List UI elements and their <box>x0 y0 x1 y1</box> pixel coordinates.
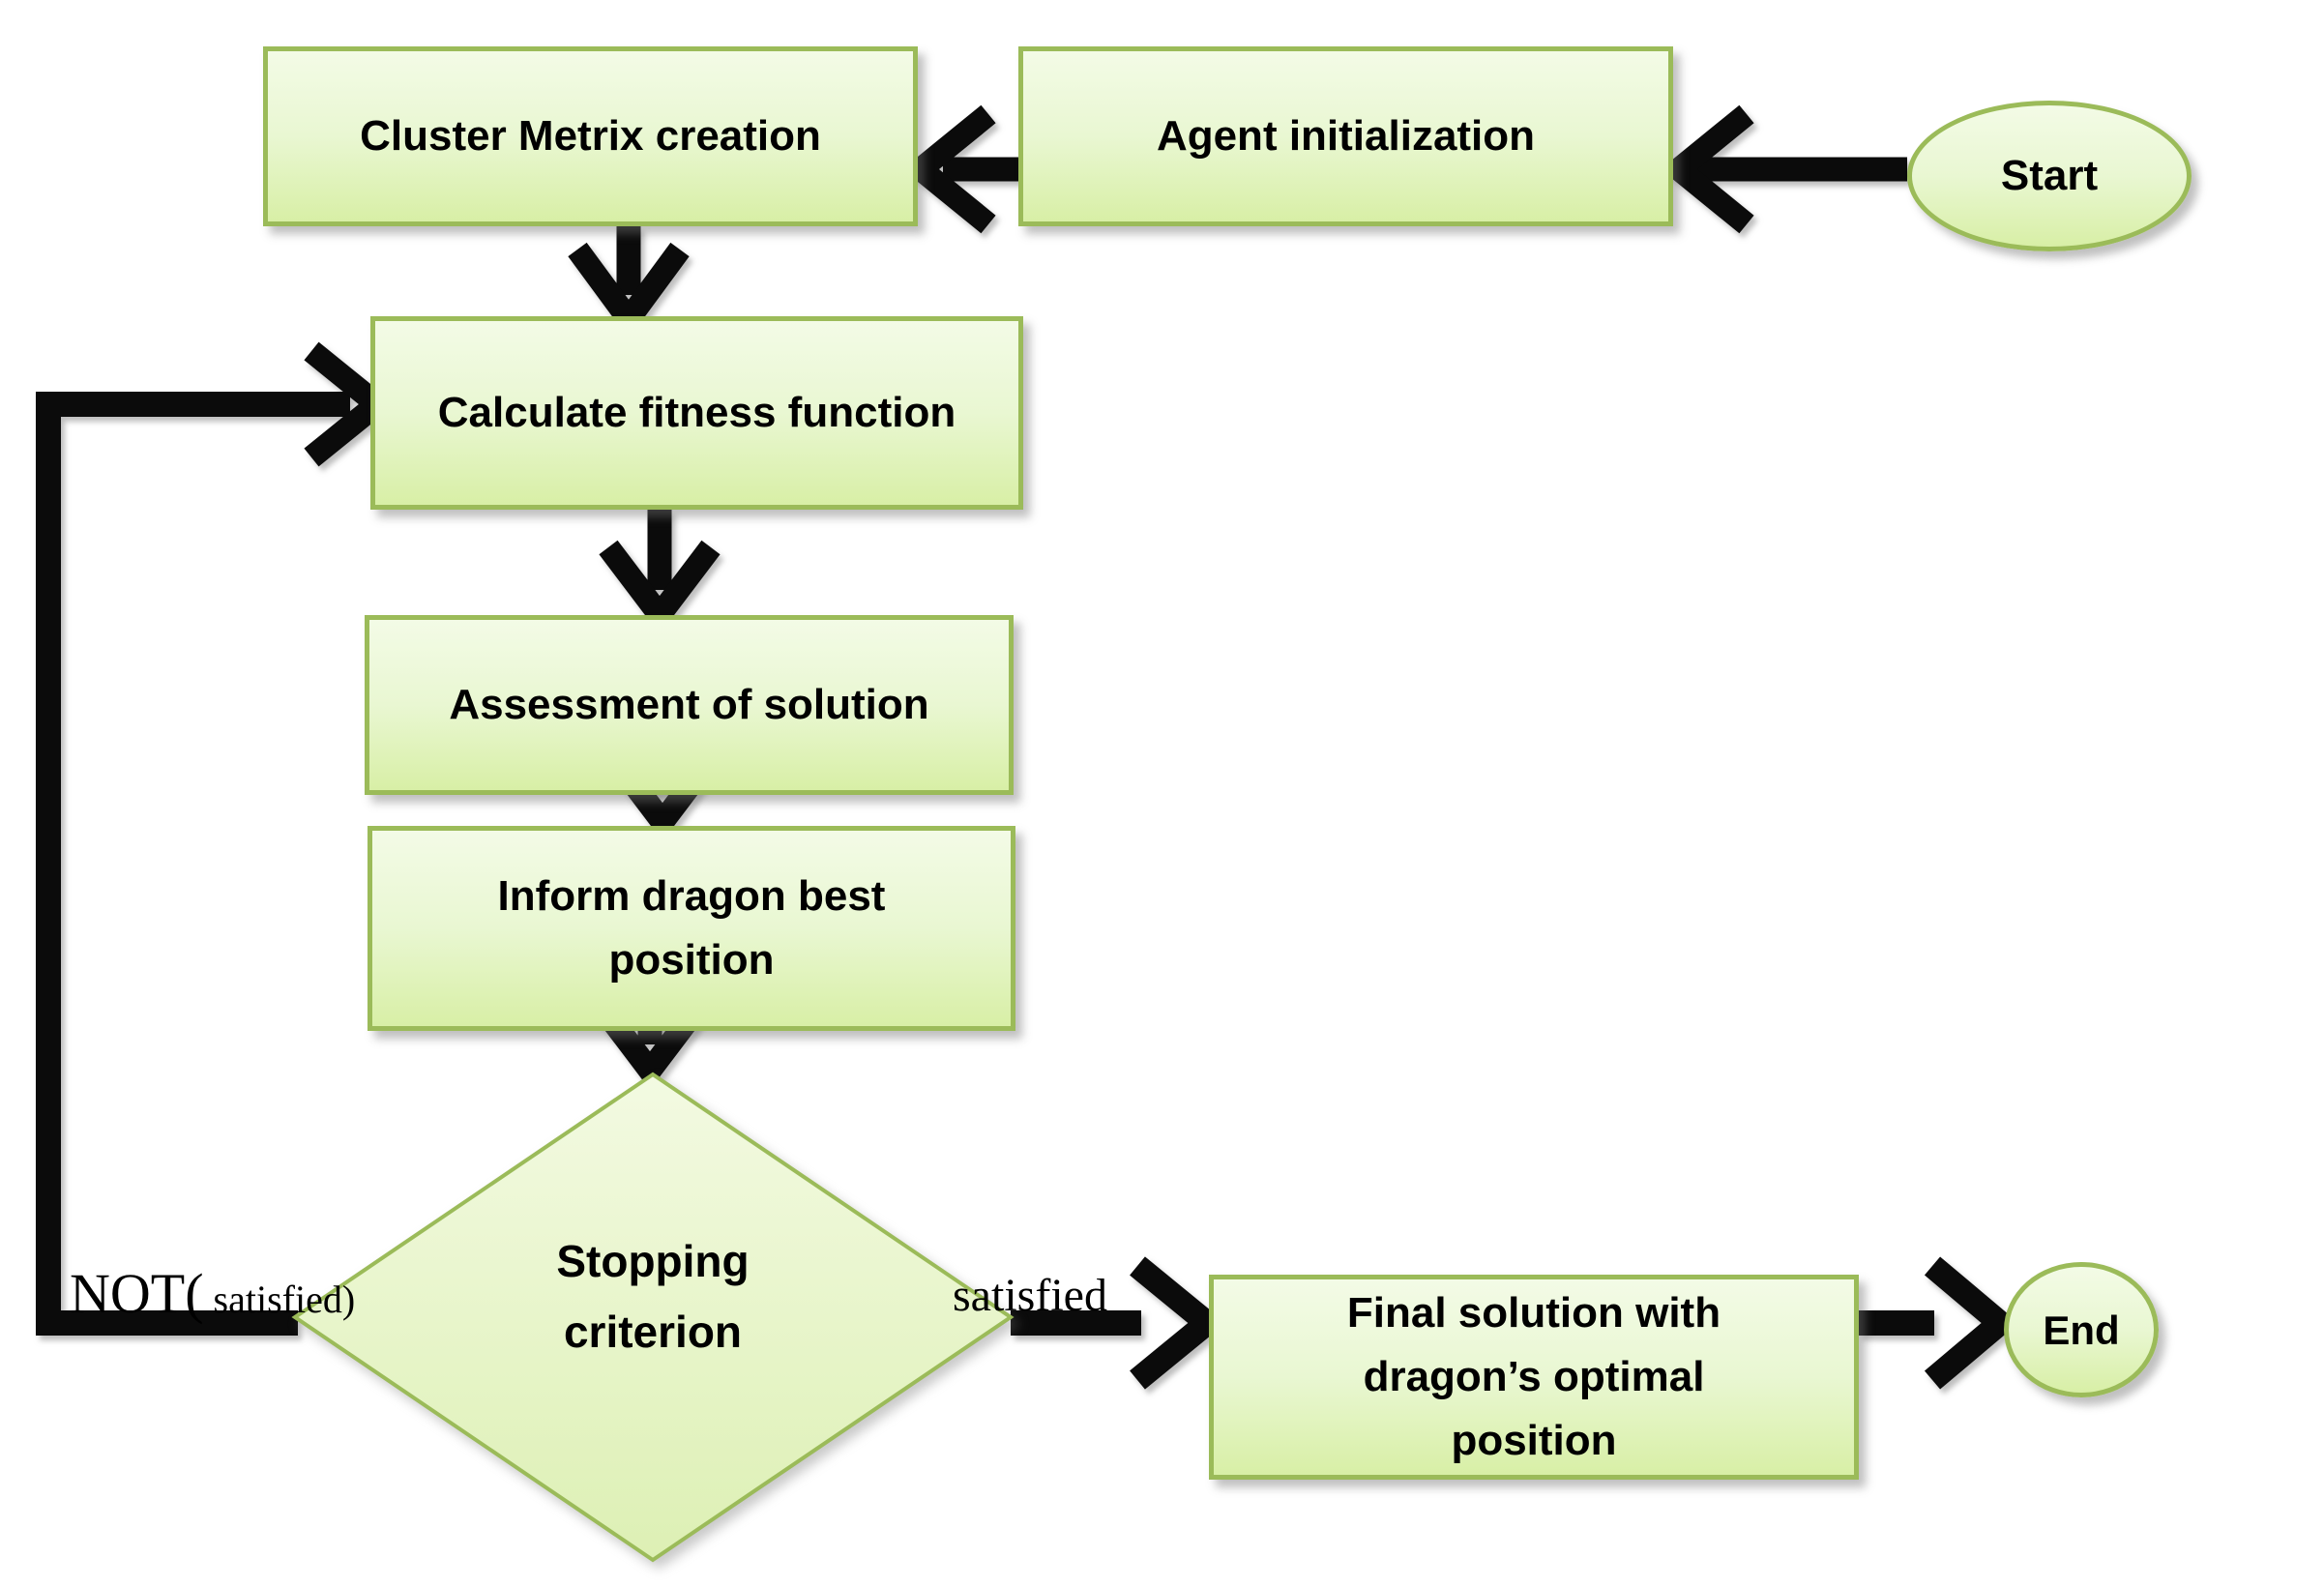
arrow-group <box>36 104 2019 1390</box>
edge-label-not-prefix: NOT( <box>70 1262 204 1325</box>
edge-label-not-suffix: satisfied) <box>203 1278 356 1321</box>
node-label-line2: dragon’s optimal <box>1363 1353 1705 1400</box>
decision-label-stopping-criterion: Stopping criterion <box>363 1226 943 1367</box>
arrow-loop-not-satisfied <box>36 341 397 1336</box>
decision-label-line1: Stopping <box>556 1236 750 1286</box>
node-assessment-of-solution: Assessment of solution <box>365 615 1014 795</box>
arrow-agent-to-cluster <box>901 104 1018 234</box>
node-cluster-metrix-creation: Cluster Metrix creation <box>263 46 918 226</box>
node-label: Calculate fitness function <box>437 389 956 436</box>
node-label-line1: Final solution with <box>1346 1289 1721 1337</box>
node-label: Start <box>2000 152 2099 199</box>
node-inform-dragon-best-position: Inform dragon best position <box>368 826 1015 1031</box>
edge-label-not-satisfied: NOT( satisfied) <box>70 1261 355 1326</box>
node-label: Agent initialization <box>1156 112 1536 160</box>
edge-label-satisfied-text: satisfied <box>953 1270 1107 1321</box>
arrow-start-to-agent <box>1660 104 1907 234</box>
node-label-line1: Inform dragon best <box>497 872 886 920</box>
arrow-stopping-to-final <box>1011 1256 1226 1390</box>
node-label: End <box>2043 1307 2120 1353</box>
node-label: Assessment of solution <box>449 681 929 728</box>
node-final-solution: Final solution with dragon’s optimal pos… <box>1209 1275 1859 1480</box>
decision-label-line2: criterion <box>563 1307 743 1357</box>
arrow-final-to-end <box>1859 1256 2019 1390</box>
node-label-line3: position <box>1451 1417 1617 1464</box>
node-start-terminator: Start <box>1907 101 2192 251</box>
decision-diamond-stopping-criterion <box>291 1072 1015 1563</box>
node-label: Cluster Metrix creation <box>360 112 821 160</box>
node-calculate-fitness-function: Calculate fitness function <box>370 316 1023 510</box>
node-label-line2: position <box>608 936 775 984</box>
node-end-terminator: End <box>2004 1262 2159 1397</box>
arrow-calculate-to-assessment <box>599 510 721 634</box>
node-agent-initialization: Agent initialization <box>1018 46 1673 226</box>
edge-label-satisfied: satisfied <box>953 1269 1107 1322</box>
arrow-cluster-to-calculate <box>568 226 690 339</box>
